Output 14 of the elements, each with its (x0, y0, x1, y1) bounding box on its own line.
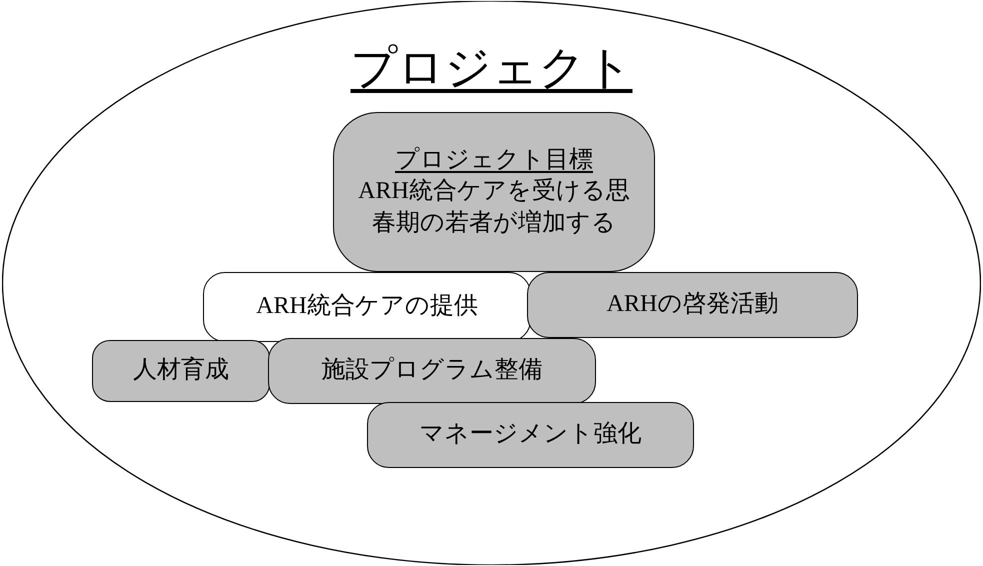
rounded-box (268, 338, 596, 404)
box-label: ARHの啓発活動 (606, 290, 778, 320)
rounded-box (367, 402, 694, 468)
rounded-box (203, 272, 531, 342)
title: プロジェクト (350, 43, 634, 94)
box-label: 人材育成 (133, 355, 229, 386)
rounded-box (92, 340, 270, 402)
box-label: ARH統合ケアの提供 (256, 292, 478, 322)
box-heading: プロジェクト目標 (395, 146, 593, 176)
box-label: ARH統合ケアを受ける思春期の若者が増加する (357, 177, 631, 238)
box-label: 施設プログラム整備 (322, 356, 542, 386)
rounded-box (333, 112, 655, 272)
box-label: マネージメント強化 (420, 420, 642, 450)
rounded-box (527, 272, 858, 338)
